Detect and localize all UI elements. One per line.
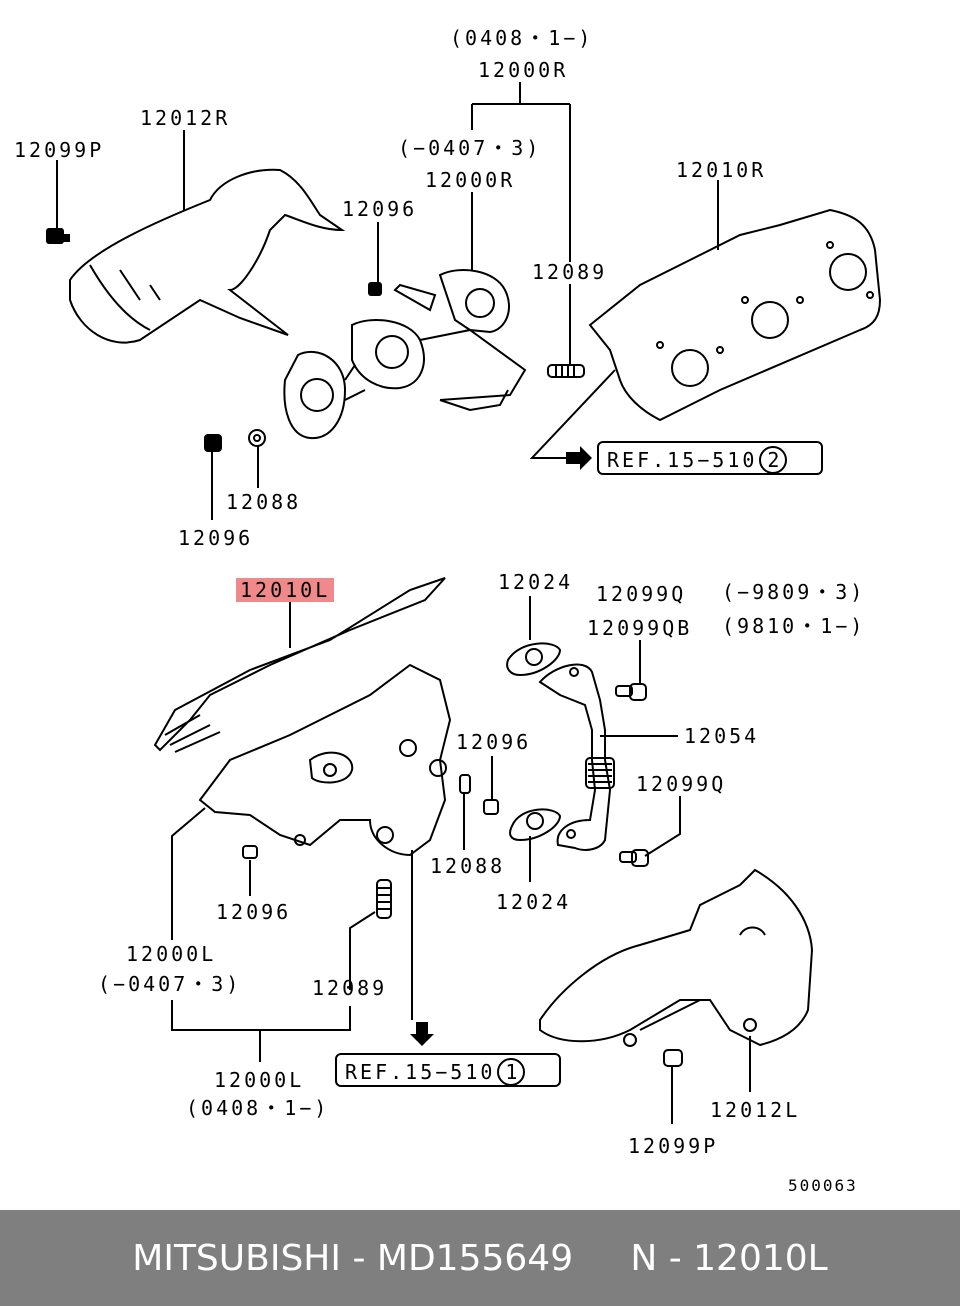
heat-shield-12010R <box>588 208 882 422</box>
label-9809: (−9809・3) <box>722 580 866 604</box>
label-0407-top: (−0407・3) <box>398 136 542 160</box>
diagram-drawing <box>46 82 882 1124</box>
footer-separator-1: - <box>341 1237 377 1279</box>
label-12010L-highlighted: 12010L <box>236 578 335 602</box>
footer-bar: MITSUBISHI - MD155649 N - 12010L <box>0 1210 960 1306</box>
label-12089-top: 12089 <box>532 260 608 284</box>
ref-arrows <box>410 446 592 1046</box>
footer-gap <box>573 1238 630 1279</box>
manifold-12000L <box>198 663 452 857</box>
label-12024-top: 12024 <box>498 570 574 594</box>
stud-12089-bottom <box>376 879 392 919</box>
heat-shield-12010L <box>153 577 446 753</box>
label-12088-top: 12088 <box>226 490 302 514</box>
label-12096-d: 12096 <box>216 900 292 924</box>
footer-ref-code: 12010L <box>693 1237 828 1279</box>
label-9810: (9810・1−) <box>722 614 866 638</box>
leader-lines <box>56 82 751 1124</box>
footer-part-number: MD155649 <box>376 1237 574 1279</box>
label-12054: 12054 <box>684 724 760 748</box>
ref-box-2-number: 2 <box>759 446 788 474</box>
label-12099Q-mid: 12099Q <box>636 772 727 796</box>
label-12089-bottom: 12089 <box>312 976 388 1000</box>
label-0408-bottom: (0408・1−) <box>186 1096 330 1120</box>
heat-shield-12012R <box>69 168 346 344</box>
label-12099QB: 12099QB <box>587 616 693 640</box>
label-12000R-top: 12000R <box>478 58 569 82</box>
bolt-12099P-top <box>46 228 70 244</box>
gasket-12024-bottom <box>509 808 562 842</box>
heat-shield-12012L <box>539 868 814 1047</box>
label-12000L: 12000L <box>126 942 217 966</box>
label-12012L: 12012L <box>710 1098 801 1122</box>
label-12000R-mid: 12000R <box>425 168 516 192</box>
pipe-12054 <box>538 663 615 851</box>
ref-box-2-text: REF.15−510 <box>607 448 758 472</box>
ref-box-1-number: 1 <box>497 1058 526 1086</box>
nut-washer-left <box>204 429 266 452</box>
manifold-12000R <box>283 269 527 440</box>
label-12099P-top: 12099P <box>14 138 105 162</box>
diagram-code: 500063 <box>788 1176 858 1195</box>
label-12024-bottom: 12024 <box>496 890 572 914</box>
label-12096-b: 12096 <box>178 526 254 550</box>
footer-separator-2: - <box>657 1237 694 1279</box>
label-12088-bottom: 12088 <box>430 854 506 878</box>
label-12012R: 12012R <box>140 106 231 130</box>
label-0408-top: (0408・1−) <box>450 26 594 50</box>
footer-brand: MITSUBISHI <box>132 1237 341 1279</box>
bolt-12099P-bottom <box>663 1049 683 1067</box>
label-12099Q-top: 12099Q <box>596 582 687 606</box>
stud-12089-top <box>547 364 585 378</box>
label-12000L-bottom: 12000L <box>214 1068 305 1092</box>
label-12096-c: 12096 <box>456 730 532 754</box>
label-12099P-bottom: 12099P <box>628 1134 719 1158</box>
small-fasteners-middle <box>242 774 499 859</box>
label-12010R: 12010R <box>676 158 767 182</box>
bolt-12099Q-bottom <box>619 849 649 867</box>
footer-ref-prefix: N <box>630 1237 658 1279</box>
parts-diagram: (0408・1−) 12000R 12012R 12099P (−0407・3)… <box>14 26 882 1195</box>
bolt-12099Q-top <box>615 683 647 701</box>
gasket-12024-top <box>506 642 562 677</box>
label-12096-a: 12096 <box>342 197 418 221</box>
ref-box-1-text: REF.15−510 <box>345 1060 496 1084</box>
label-0407-bottom: (−0407・3) <box>98 972 242 996</box>
nut-12096-top <box>368 282 382 296</box>
